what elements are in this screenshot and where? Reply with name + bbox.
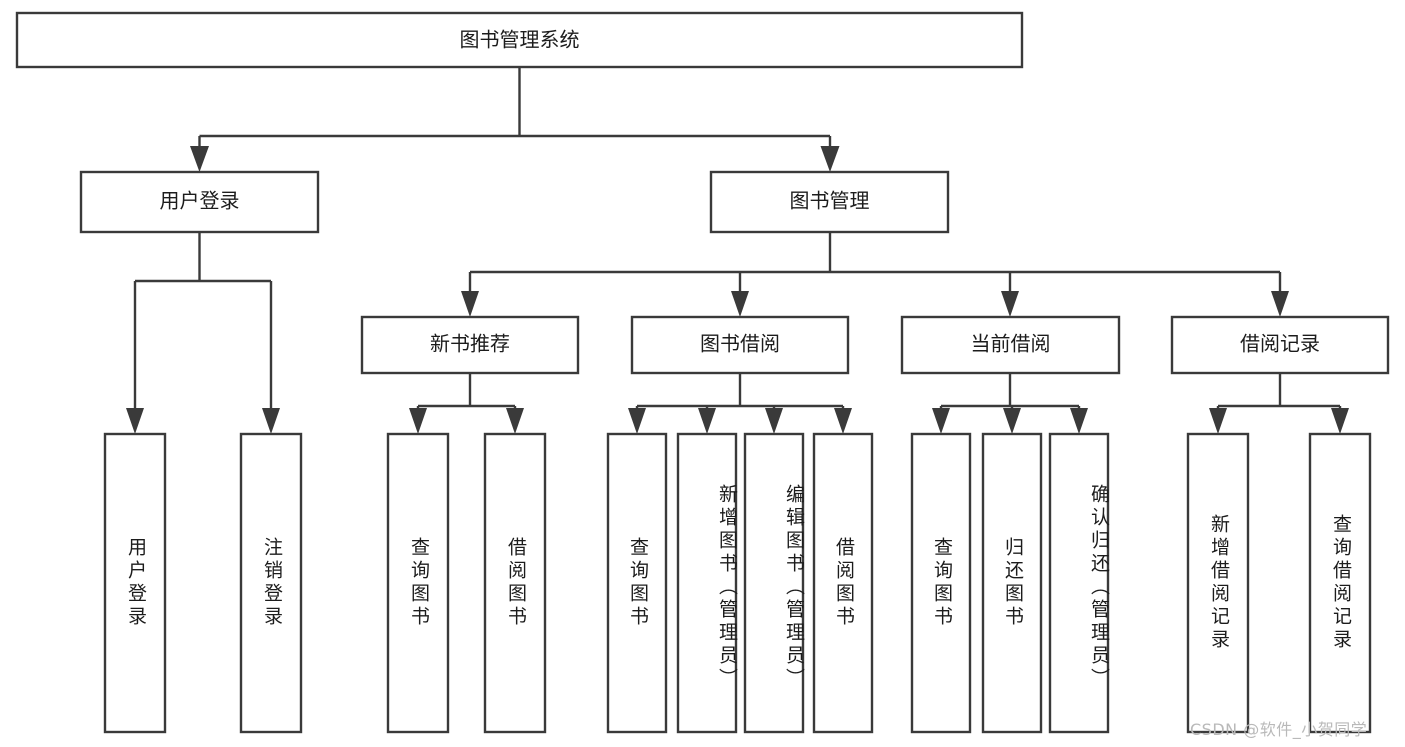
node-label-current-borrow: 当前借阅	[971, 332, 1051, 356]
leaf-box-query-book-current[interactable]	[910, 432, 972, 734]
arrow-head-book-borrow	[731, 291, 749, 317]
node-box-book-borrow[interactable]	[630, 315, 850, 375]
leaf-box-confirm-return-admin[interactable]	[1048, 432, 1110, 734]
arrow-head-borrow-record	[1271, 291, 1289, 317]
leaf-box-add-borrow-record[interactable]	[1186, 432, 1250, 734]
node-label-book-borrow: 图书借阅	[700, 332, 780, 356]
arrow-head-current-borrow	[1001, 291, 1019, 317]
leaf-box-return-book[interactable]	[981, 432, 1043, 734]
arrow-head-bookborrow-leaf-4	[834, 408, 852, 434]
node-label-root: 图书管理系统	[460, 28, 580, 52]
leaf-box-query-book-newrec[interactable]	[386, 432, 450, 734]
node-box-book-management[interactable]	[709, 170, 950, 234]
node-box-current-borrow[interactable]	[900, 315, 1121, 375]
arrow-head-currentborrow-leaf-2	[1003, 408, 1021, 434]
leaf-box-edit-book-admin[interactable]	[743, 432, 805, 734]
arrow-head-bookborrow-leaf-2	[698, 408, 716, 434]
node-box-borrow-record[interactable]	[1170, 315, 1390, 375]
node-label-user-login: 用户登录	[160, 189, 240, 213]
node-box-user-login[interactable]	[79, 170, 320, 234]
arrow-head-borrowrecord-leaf-2	[1331, 408, 1349, 434]
leaf-box-borrow-book-newrec[interactable]	[483, 432, 547, 734]
arrow-head-borrowrecord-leaf-1	[1209, 408, 1227, 434]
connector-layer	[126, 67, 1349, 434]
arrow-head-bookborrow-leaf-1	[628, 408, 646, 434]
leaf-box-user-login[interactable]	[103, 432, 167, 734]
arrow-head-newbook-leaf-2	[506, 408, 524, 434]
arrow-head-currentborrow-leaf-3	[1070, 408, 1088, 434]
arrow-head-leaf-logout	[262, 408, 280, 434]
node-label-book-management: 图书管理	[790, 189, 870, 213]
arrow-head-newbook-leaf-1	[409, 408, 427, 434]
arrow-head-book-mgmt	[820, 146, 840, 172]
node-box-root[interactable]	[15, 11, 1024, 69]
leaf-box-logout[interactable]	[239, 432, 303, 734]
arrow-head-currentborrow-leaf-1	[932, 408, 950, 434]
watermark-text: CSDN @软件_小贺同学	[1190, 720, 1368, 739]
arrow-head-user-login	[190, 146, 209, 172]
node-box-new-book-recommend[interactable]	[360, 315, 580, 375]
node-label-new-book-recommend: 新书推荐	[430, 332, 510, 356]
arrow-head-leaf-user-login	[126, 408, 144, 434]
node-layer: 图书管理系统 用户登录 图书管理 新书推荐 图书借阅 当前借阅 借阅记录	[15, 11, 1390, 734]
arrow-head-new-book-rec	[461, 291, 479, 317]
leaf-box-query-book-borrow[interactable]	[606, 432, 668, 734]
leaf-box-add-book-admin[interactable]	[676, 432, 738, 734]
leaf-box-query-borrow-record[interactable]	[1308, 432, 1372, 734]
arrow-head-bookborrow-leaf-3	[765, 408, 783, 434]
node-label-borrow-record: 借阅记录	[1240, 332, 1320, 356]
leaf-box-borrow-book[interactable]	[812, 432, 874, 734]
